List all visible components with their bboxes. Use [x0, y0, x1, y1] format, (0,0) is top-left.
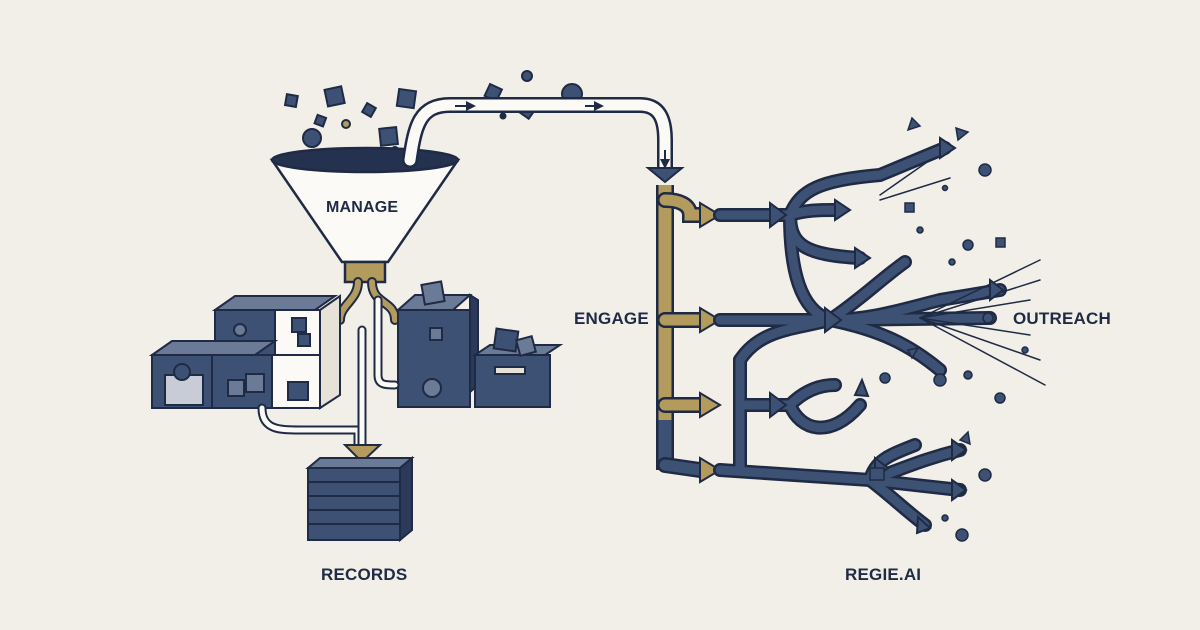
engage-splitter [645, 167, 722, 484]
engage-label: ENGAGE [574, 309, 649, 328]
box-stack-right [395, 280, 564, 408]
regie-label: REGIE.AI [845, 565, 922, 584]
outreach-label: OUTREACH [1013, 309, 1111, 328]
top-flow-pipe [402, 97, 673, 176]
funnel-output-pipes [335, 277, 400, 325]
branching-tree-icon [713, 141, 1046, 532]
records-flow-lines [257, 295, 400, 450]
box-stack-icon [148, 294, 341, 410]
records-label: RECORDS [321, 565, 408, 584]
manage-label: MANAGE [326, 199, 399, 216]
tree-arrows [769, 136, 1005, 535]
database-stack-icon [305, 455, 415, 543]
particles-right [869, 116, 1029, 542]
records-inlet-arrow [342, 444, 383, 464]
